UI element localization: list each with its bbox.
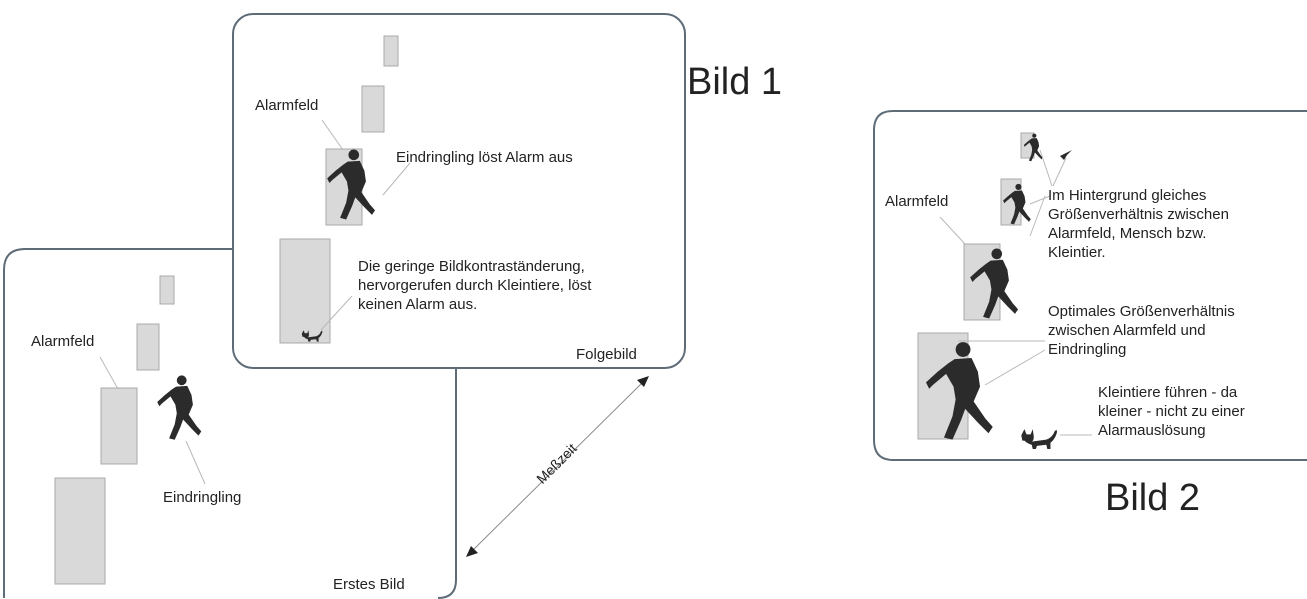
arrowhead-icon bbox=[466, 546, 478, 557]
leader-line bbox=[1052, 157, 1067, 187]
leader-line bbox=[1029, 195, 1051, 205]
folgebild-caption: Folgebild bbox=[576, 346, 637, 363]
bild2-frame bbox=[873, 110, 1307, 461]
bild1-title: Bild 1 bbox=[687, 61, 783, 103]
contrast-note: Die geringe Bildkontraständerung, hervor… bbox=[358, 257, 591, 314]
leader-line bbox=[1039, 149, 1053, 187]
bird-icon bbox=[1060, 150, 1072, 160]
alarm-field bbox=[383, 35, 399, 67]
leader-line bbox=[1029, 195, 1046, 237]
alarmfeld-label: Alarmfeld bbox=[255, 97, 319, 114]
text-line: zwischen Alarmfeld und bbox=[1048, 322, 1206, 339]
leader-line bbox=[939, 216, 966, 245]
animals-note: Kleintiere führen - da kleiner - nicht z… bbox=[1098, 383, 1245, 440]
erstes-bild-caption: Erstes Bild bbox=[333, 576, 405, 593]
leader-line bbox=[321, 119, 344, 151]
optimal-note: Optimales Größenverhältnis zwischen Alar… bbox=[1048, 302, 1235, 359]
text-line: hervorgerufen durch Kleintiere, löst bbox=[358, 277, 592, 294]
text-line: kleiner - nicht zu einer bbox=[1098, 403, 1245, 420]
text-line: Alarmfeld, Mensch bzw. bbox=[1048, 225, 1207, 242]
text-line: Alarmauslösung bbox=[1098, 422, 1206, 439]
text-line: Kleintiere führen - da bbox=[1098, 384, 1238, 401]
alarmfeld-label: Alarmfeld bbox=[885, 193, 949, 210]
bild2-title: Bild 2 bbox=[1105, 477, 1201, 519]
leader-line bbox=[99, 356, 119, 390]
text-line: Kleintier. bbox=[1048, 244, 1106, 261]
background-note: Im Hintergrund gleiches Größenverhältnis… bbox=[1048, 186, 1229, 262]
text-line: Die geringe Bildkontraständerung, bbox=[358, 258, 585, 275]
eindringling-label: Eindringling bbox=[163, 489, 242, 506]
arrowhead-icon bbox=[637, 376, 649, 387]
eindringling-alarm-label: Eindringling löst Alarm aus bbox=[396, 149, 573, 166]
text-line: Optimales Größenverhältnis bbox=[1048, 303, 1235, 320]
text-line: Eindringling bbox=[1048, 341, 1127, 358]
alarm-field bbox=[54, 477, 106, 585]
messzeit-line bbox=[469, 379, 646, 554]
text-line: keinen Alarm aus. bbox=[358, 296, 478, 313]
text-line: Im Hintergrund gleiches bbox=[1048, 187, 1207, 204]
messzeit-label: Meßzeit bbox=[533, 440, 580, 487]
text-line: Größenverhältnis zwischen bbox=[1048, 206, 1229, 223]
leader-line bbox=[984, 349, 1046, 386]
alarmfeld-label: Alarmfeld bbox=[31, 333, 95, 350]
leader-line bbox=[320, 295, 353, 331]
alarm-field bbox=[159, 275, 175, 305]
alarm-field bbox=[136, 323, 160, 371]
next-image-frame bbox=[232, 13, 686, 369]
leader-line bbox=[382, 162, 411, 196]
alarm-field bbox=[100, 387, 138, 465]
alarm-field bbox=[361, 85, 385, 133]
alarm-field bbox=[279, 238, 331, 344]
leader-line bbox=[185, 440, 206, 485]
